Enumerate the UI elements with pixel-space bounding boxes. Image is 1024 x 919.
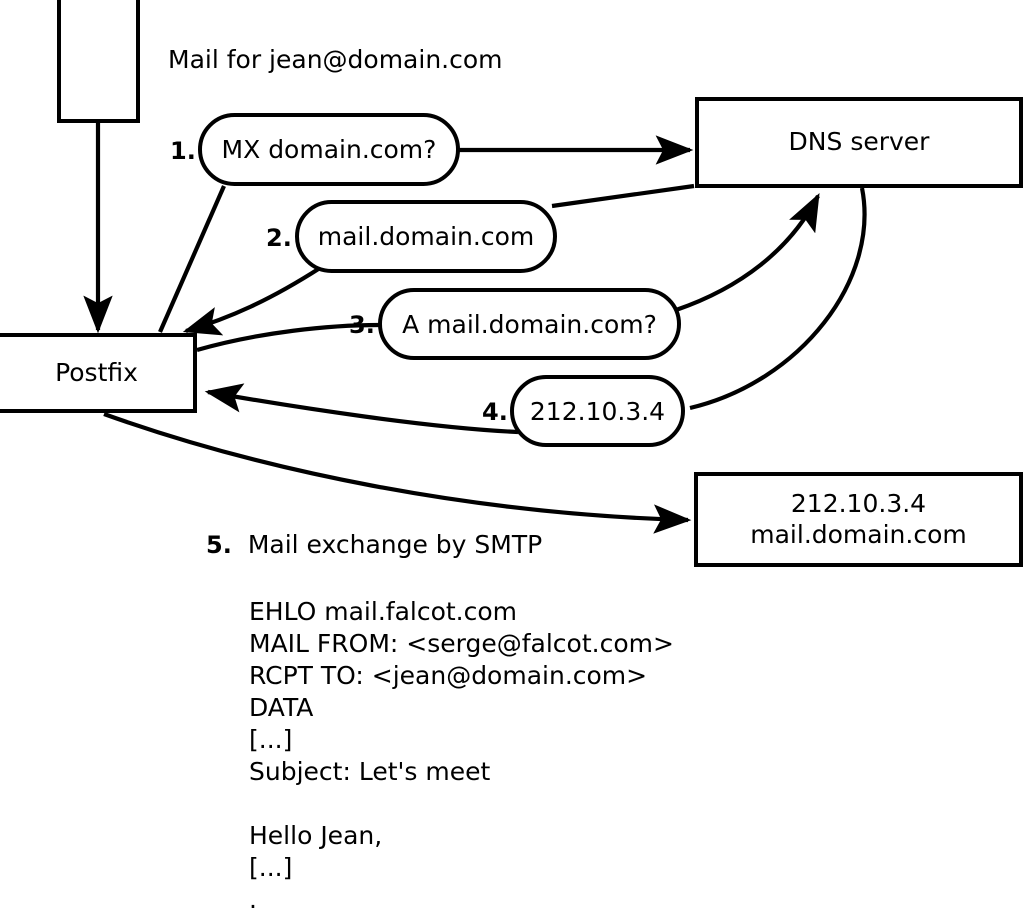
step-number-1: 1. bbox=[170, 137, 196, 165]
smtp-transcript-line: RCPT TO: <jean@domain.com> bbox=[249, 661, 648, 690]
smtp-transcript-line: MAIL FROM: <serge@falcot.com> bbox=[249, 629, 674, 658]
destination-mail-server-node-label: 212.10.3.4 mail.domain.com bbox=[750, 489, 967, 549]
wire-postfix-to-mailserver bbox=[103, 412, 692, 534]
client-node bbox=[57, 0, 140, 123]
wire-postfix-to-bubble3 bbox=[196, 322, 380, 353]
smtp-transcript-line: Subject: Let's meet bbox=[249, 757, 491, 786]
wire-dns-to-bubble4 bbox=[689, 187, 867, 411]
message-bubble-step-3: A mail.domain.com? bbox=[378, 288, 681, 360]
wire-dns-to-bubble2 bbox=[551, 183, 695, 209]
message-bubble-step-4-label: 212.10.3.4 bbox=[529, 396, 666, 426]
message-bubble-step-1: MX domain.com? bbox=[198, 113, 460, 186]
wire-bubble4-to-postfix bbox=[204, 383, 519, 435]
message-bubble-step-2: mail.domain.com bbox=[295, 200, 557, 273]
smtp-transcript-line: Hello Jean, bbox=[249, 821, 383, 850]
incoming-mail-caption: Mail for jean@domain.com bbox=[168, 45, 503, 74]
smtp-transcript-line: . bbox=[249, 885, 257, 914]
wire-bubble2-to-postfix bbox=[182, 266, 322, 336]
step-number-5: 5. bbox=[206, 531, 232, 559]
smtp-transcript-line: DATA bbox=[249, 693, 314, 722]
wire-bubble3-to-dns bbox=[675, 193, 820, 312]
smtp-transcript-line: EHLO mail.falcot.com bbox=[249, 597, 518, 626]
postfix-node: Postfix bbox=[0, 333, 197, 413]
step-number-2: 2. bbox=[266, 224, 292, 252]
smtp-transcript-line bbox=[249, 788, 674, 820]
message-bubble-step-1-label: MX domain.com? bbox=[221, 135, 437, 164]
smtp-transcript-line: [...] bbox=[249, 853, 293, 882]
wire-postfix-to-bubble1 bbox=[158, 185, 226, 333]
dns-server-node: DNS server bbox=[695, 97, 1023, 188]
postfix-node-label: Postfix bbox=[55, 357, 138, 387]
dns-server-node-label: DNS server bbox=[788, 127, 930, 157]
step-number-3: 3. bbox=[349, 311, 375, 339]
step-number-4: 4. bbox=[482, 398, 508, 426]
step-5-row: 5. Mail exchange by SMTP bbox=[206, 530, 542, 559]
message-bubble-step-4: 212.10.3.4 bbox=[510, 375, 685, 447]
smtp-transcript-line: [...] bbox=[249, 725, 293, 754]
message-bubble-step-3-label: A mail.domain.com? bbox=[402, 309, 657, 339]
destination-mail-server-node: 212.10.3.4 mail.domain.com bbox=[694, 472, 1023, 567]
step-5-label: Mail exchange by SMTP bbox=[247, 530, 543, 559]
message-bubble-step-2-label: mail.domain.com bbox=[317, 222, 535, 251]
